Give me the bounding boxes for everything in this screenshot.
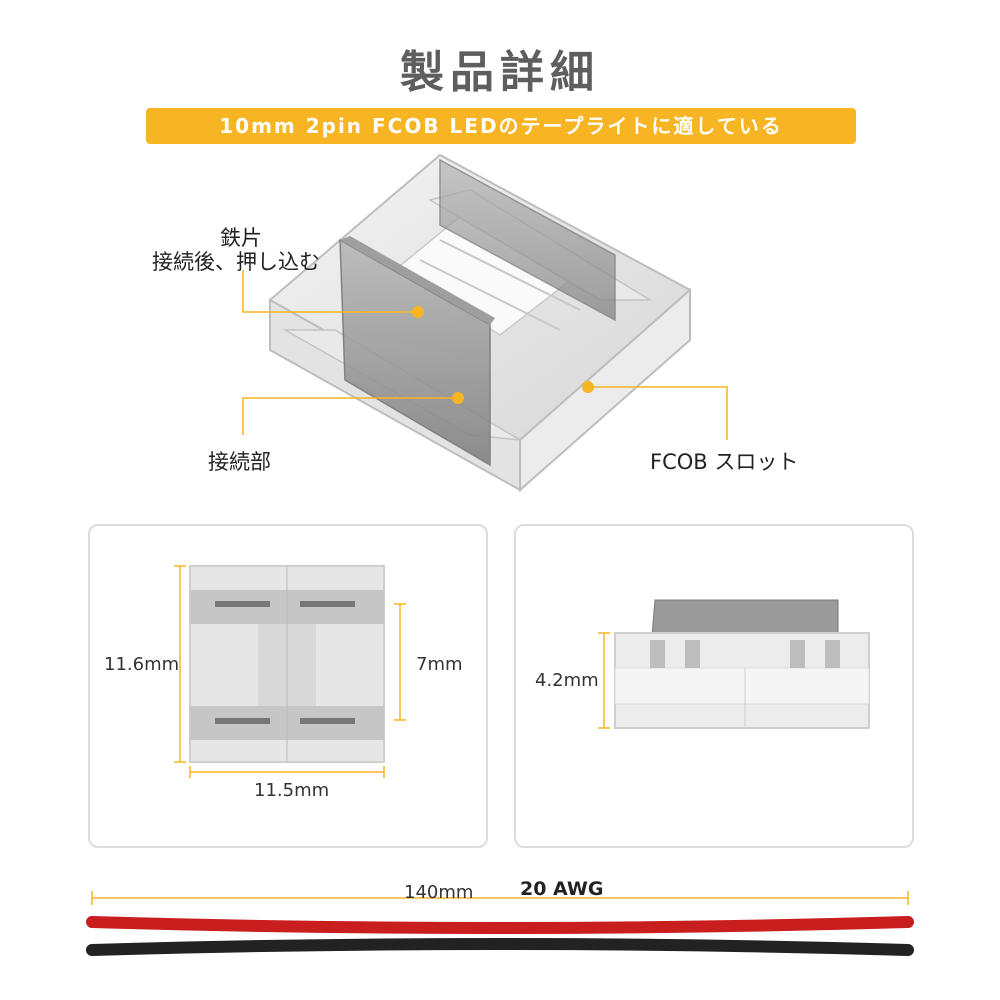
side-view-height: 4.2mm	[535, 670, 599, 691]
iron-piece-front	[339, 236, 495, 467]
callout-fcob-slot	[582, 381, 728, 440]
banner-text: 10mm 2pin FCOB LEDのテープライトに適している	[219, 114, 783, 138]
callout-iron-piece	[242, 270, 424, 318]
callout-connection-part	[242, 392, 464, 435]
callout-iron-piece-label: 鉄片	[220, 226, 262, 250]
callout-connection-part-label: 接続部	[208, 450, 271, 474]
top-view-height: 11.6mm	[104, 654, 180, 675]
top-view-width: 11.5mm	[254, 780, 330, 801]
spec-banner: 10mm 2pin FCOB LEDのテープライトに適している	[146, 108, 856, 144]
wire-length: 140mm	[404, 882, 474, 903]
red-wire	[86, 916, 914, 934]
callout-fcob-slot-label: FCOB スロット	[650, 450, 799, 474]
wire-gauge: 20 AWG	[520, 878, 604, 900]
top-view-inner: 7mm	[416, 654, 463, 675]
iron-piece-back	[439, 158, 616, 322]
page-title: 製品詳細	[400, 47, 600, 98]
callout-iron-piece-note: 接続後、押し込む	[152, 250, 320, 274]
black-wire	[86, 938, 914, 956]
